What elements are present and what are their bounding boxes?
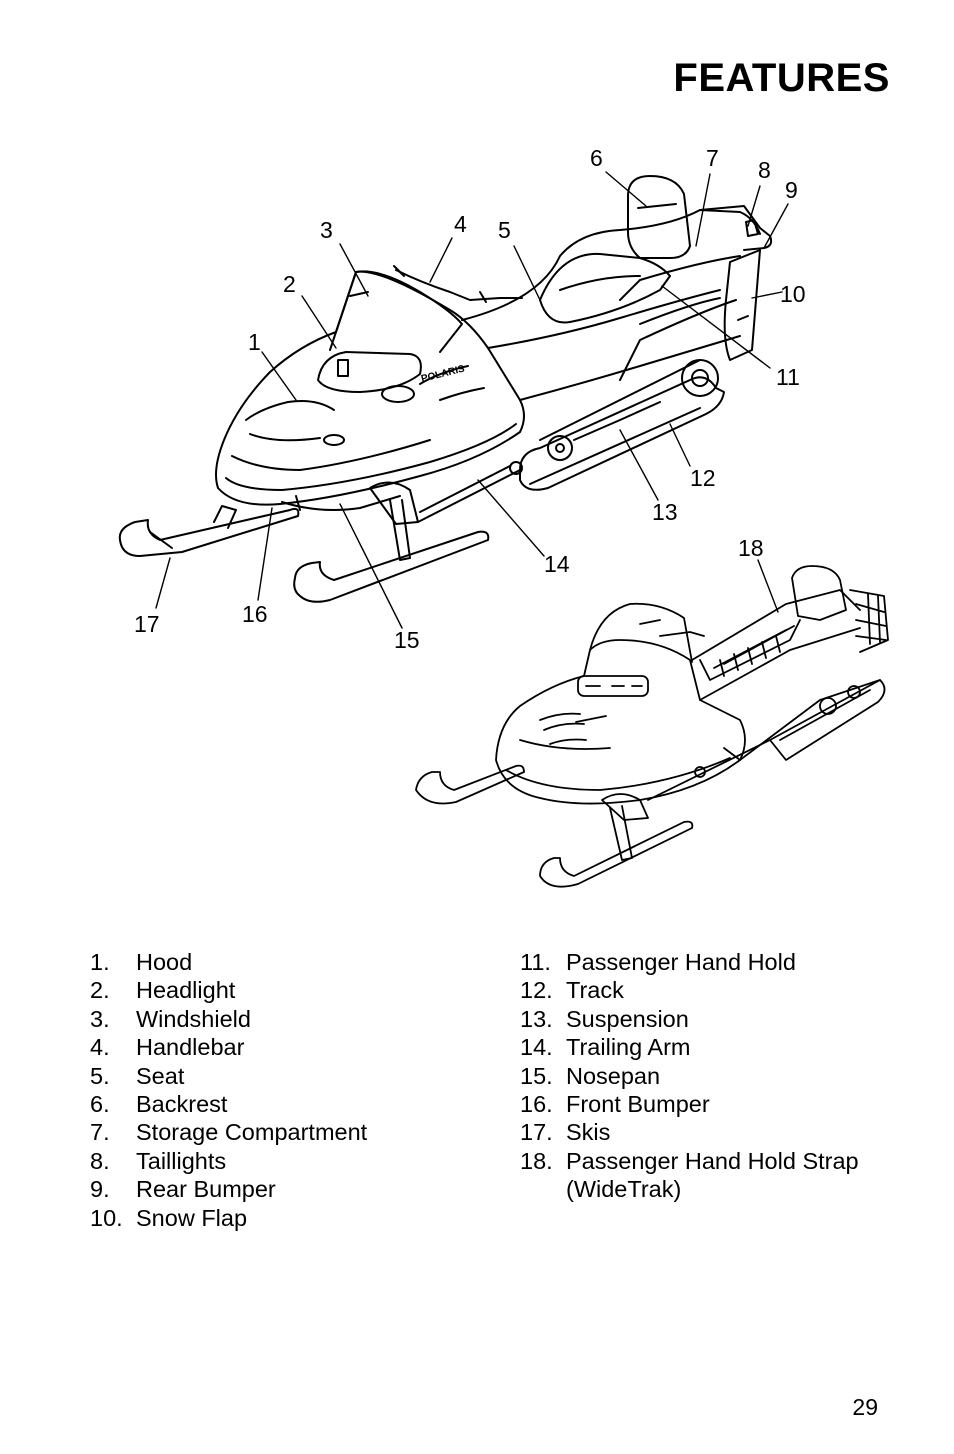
list-item: 12. Track bbox=[520, 976, 900, 1004]
item-number: 1. bbox=[90, 949, 110, 975]
item-label: Suspension bbox=[566, 1005, 689, 1032]
snowmobile-diagram: POLARIS bbox=[118, 145, 889, 888]
item-label: Handlebar bbox=[136, 1034, 245, 1061]
callout-17: 17 bbox=[134, 611, 160, 637]
callout-2: 2 bbox=[283, 271, 296, 297]
item-number: 11. bbox=[520, 949, 551, 975]
item-label: Storage Compartment bbox=[136, 1119, 368, 1146]
item-number: 12. bbox=[520, 977, 553, 1004]
list-item: 7. Storage Compartment bbox=[90, 1118, 490, 1146]
callout-9: 9 bbox=[785, 177, 798, 203]
item-label: Seat bbox=[136, 1062, 185, 1089]
list-item: 11. Passenger Hand Hold bbox=[520, 948, 900, 976]
list-item: 1. Hood bbox=[90, 948, 490, 976]
item-number: 18. bbox=[520, 1147, 553, 1174]
item-number: 9. bbox=[90, 1176, 110, 1203]
list-item: 15. Nosepan bbox=[520, 1062, 900, 1090]
item-number: 5. bbox=[90, 1062, 110, 1089]
item-number: 4. bbox=[90, 1034, 110, 1061]
list-item: 13. Suspension bbox=[520, 1005, 900, 1033]
callout-6: 6 bbox=[590, 145, 603, 171]
item-label: Headlight bbox=[136, 977, 236, 1004]
list-item: 3. Windshield bbox=[90, 1005, 490, 1033]
list-item: 17. Skis bbox=[520, 1118, 900, 1146]
list-item: 18. Passenger Hand Hold Strap(WideTrak) bbox=[520, 1147, 900, 1204]
item-number: 16. bbox=[520, 1091, 553, 1118]
callout-10: 10 bbox=[780, 281, 806, 307]
item-number: 3. bbox=[90, 1005, 110, 1032]
item-label-line2: (WideTrak) bbox=[566, 1176, 682, 1203]
list-item: 2. Headlight bbox=[90, 976, 490, 1004]
callout-15: 15 bbox=[394, 627, 420, 653]
item-label: Passenger Hand Hold bbox=[566, 949, 796, 975]
item-number: 2. bbox=[90, 977, 110, 1004]
item-label: Taillights bbox=[136, 1147, 227, 1174]
list-item: 5. Seat bbox=[90, 1062, 490, 1090]
item-label: Backrest bbox=[136, 1091, 228, 1118]
legend-right-column: 11. Passenger Hand Hold 12. Track 13. Suspe… bbox=[520, 948, 900, 1204]
item-label: Windshield bbox=[136, 1005, 251, 1032]
callout-1: 1 bbox=[248, 329, 261, 355]
item-label: Front Bumper bbox=[566, 1091, 710, 1118]
item-label: Passenger Hand Hold Strap(WideTrak) bbox=[566, 1147, 900, 1204]
list-item: 6. Backrest bbox=[90, 1090, 490, 1118]
item-number: 14. bbox=[520, 1034, 553, 1061]
list-item: 4. Handlebar bbox=[90, 1033, 490, 1061]
callout-18: 18 bbox=[738, 535, 764, 561]
leader-lines bbox=[155, 171, 789, 629]
list-item: 8. Taillights bbox=[90, 1147, 490, 1175]
page-title: FEATURES bbox=[673, 56, 890, 100]
widetrak-snowmobile-drawing bbox=[415, 565, 889, 888]
main-snowmobile-drawing: POLARIS bbox=[118, 175, 773, 603]
item-label: Skis bbox=[566, 1119, 611, 1146]
item-label: Track bbox=[566, 977, 624, 1004]
item-label: Rear Bumper bbox=[136, 1176, 276, 1203]
callout-5: 5 bbox=[498, 217, 511, 243]
list-item: 9. Rear Bumper bbox=[90, 1175, 490, 1203]
callout-3: 3 bbox=[320, 217, 333, 243]
item-label: Trailing Arm bbox=[566, 1034, 691, 1061]
item-label-line1: Passenger Hand Hold Strap bbox=[566, 1147, 859, 1174]
list-item: 14. Trailing Arm bbox=[520, 1033, 900, 1061]
item-number: 15. bbox=[520, 1062, 553, 1089]
item-number: 7. bbox=[90, 1119, 110, 1146]
item-label: Hood bbox=[136, 949, 193, 975]
callout-numbers: 1 2 3 4 5 6 7 8 9 10 11 12 13 14 15 16 1… bbox=[134, 145, 806, 653]
legend-left-column: 1. Hood 2. Headlight 3. Windshield 4. Handle… bbox=[90, 948, 490, 1232]
item-number: 6. bbox=[90, 1091, 110, 1118]
item-number: 10. bbox=[90, 1204, 123, 1231]
callout-16: 16 bbox=[242, 601, 268, 627]
callout-11: 11 bbox=[776, 364, 800, 390]
item-label: Nosepan bbox=[566, 1062, 661, 1089]
callout-13: 13 bbox=[652, 499, 678, 525]
list-item: 10. Snow Flap bbox=[90, 1204, 490, 1232]
callout-7: 7 bbox=[706, 145, 719, 171]
item-number: 17. bbox=[520, 1119, 553, 1146]
callout-4: 4 bbox=[454, 211, 467, 237]
list-item: 16. Front Bumper bbox=[520, 1090, 900, 1118]
brand-logo-text: POLARIS bbox=[420, 363, 466, 385]
item-number: 13. bbox=[520, 1005, 553, 1032]
callout-14: 14 bbox=[544, 551, 570, 577]
page-number: 29 bbox=[852, 1394, 878, 1420]
item-label: Snow Flap bbox=[136, 1204, 248, 1231]
callout-8: 8 bbox=[758, 157, 771, 183]
callout-12: 12 bbox=[690, 465, 716, 491]
item-number: 8. bbox=[90, 1147, 110, 1174]
